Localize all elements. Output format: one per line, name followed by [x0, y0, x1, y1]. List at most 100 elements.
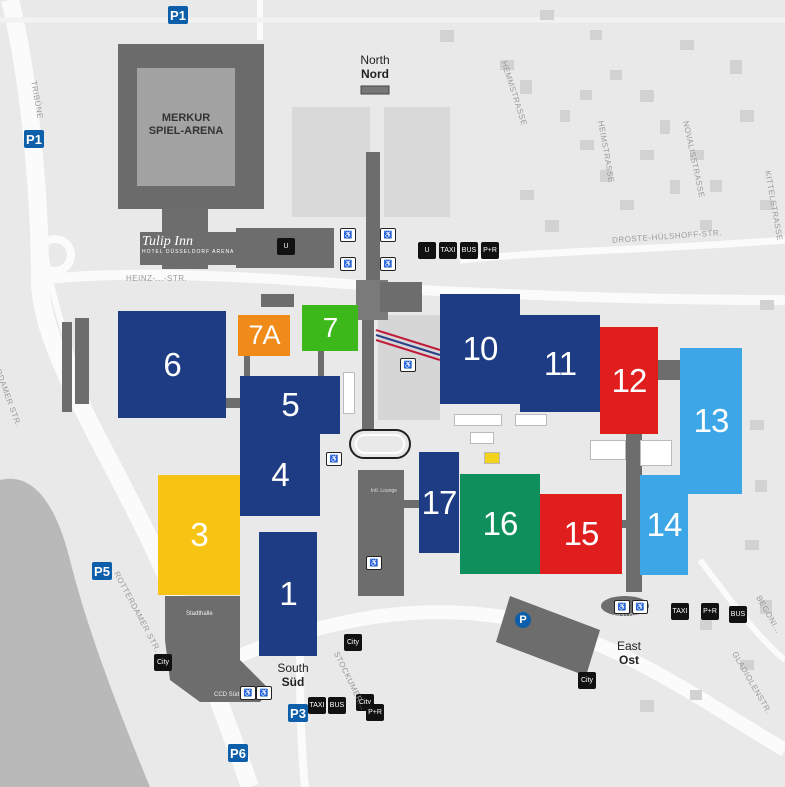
parking-p1-top-label: P1: [170, 7, 186, 23]
subway-icon-north: U: [418, 242, 436, 259]
arena-label-line2: SPIEL-ARENA: [148, 124, 224, 137]
parking-p6-label: P6: [230, 745, 246, 761]
north-entrance-marker: [360, 85, 390, 95]
bus-icon-north-label: BUS: [461, 247, 477, 254]
hall-12-label: 12: [611, 361, 648, 399]
signage-3: [470, 432, 494, 444]
hall-6[interactable]: 6: [118, 311, 226, 418]
hall-12[interactable]: 12: [600, 327, 658, 434]
taxi-icon-east-label: TAXI: [672, 608, 688, 615]
stadthalle-building: [165, 596, 270, 702]
bus-icon-south: BUS: [328, 697, 346, 714]
hall-7a[interactable]: 7A: [238, 315, 290, 356]
restroom-icon-5: ♿: [326, 452, 342, 466]
hall-4-label: 4: [271, 456, 289, 493]
hotel-label: Tulip Inn HOTEL DÜSSELDORF ARENA: [142, 234, 236, 256]
signage-7: [343, 372, 355, 414]
hall-16-label: 16: [482, 505, 519, 542]
hall-4[interactable]: 4: [240, 434, 320, 516]
city-icon-east: City: [578, 672, 596, 689]
signage-6: [484, 452, 500, 464]
signage-1: [454, 414, 502, 426]
city-icon-west: City: [154, 654, 172, 671]
river-water: [0, 478, 150, 787]
restroom-icon-2: ♿: [340, 257, 356, 271]
hall-11-label: 11: [543, 344, 577, 382]
entrance-south[interactable]: South Süd: [268, 661, 318, 690]
hall-14[interactable]: 14: [640, 475, 688, 575]
road-droste: [459, 236, 785, 264]
parking-p1-west[interactable]: P1: [24, 130, 44, 148]
hall-16[interactable]: 16: [460, 474, 540, 574]
entrance-south-de: Süd: [281, 674, 305, 689]
restroom-icon-11: ♿: [256, 686, 272, 700]
hall-17[interactable]: 17: [419, 452, 459, 553]
bus-icon-east-label: BUS: [730, 611, 746, 618]
hall-1-label: 1: [279, 575, 297, 612]
parking-p3[interactable]: P3: [288, 704, 308, 722]
hall-5[interactable]: 5: [240, 376, 340, 434]
hall-5-label: 5: [281, 386, 299, 423]
entrance-north-de: Nord: [361, 66, 389, 81]
restroom-icon-10: ♿: [240, 686, 256, 700]
parking-deck-p-icon[interactable]: P: [515, 612, 531, 628]
hall-11[interactable]: 11: [520, 315, 600, 412]
parking-p1-top[interactable]: P1: [168, 6, 188, 24]
residential-blocks: [440, 10, 774, 712]
hall-15-label: 15: [563, 515, 600, 552]
park-ride-icon-east-label: P+R: [703, 608, 717, 615]
stadthalle-label: Stadthalle: [186, 611, 213, 617]
bus-icon-south-label: BUS: [329, 702, 345, 709]
hotel-name: Tulip Inn: [142, 234, 193, 249]
hall-13[interactable]: 13: [680, 348, 742, 494]
striped-walkway: [375, 329, 441, 361]
taxi-icon-north-label: TAXI: [440, 247, 456, 254]
restroom-icon-9: ♿: [632, 600, 648, 614]
city-icon-south-label: City: [346, 639, 360, 646]
field-north-1: [292, 107, 370, 217]
hotel-sub1: HOTEL: [142, 249, 164, 256]
entrance-north[interactable]: North Nord: [350, 53, 400, 82]
roundabout: [35, 235, 75, 275]
hall-10[interactable]: 10: [440, 294, 520, 404]
hall-6-label: 6: [163, 345, 181, 383]
park-ride-icon-south: P+R: [366, 704, 384, 721]
park-ride-icon-east: P+R: [701, 603, 719, 620]
signage-2: [515, 414, 547, 426]
entrance-north-en: North: [360, 53, 390, 67]
field-north-2: [384, 107, 450, 217]
street-heinz: HEINZ-...-STR.: [126, 274, 188, 283]
hall-7a-label: 7A: [248, 320, 280, 350]
restroom-icon-8: ♿: [614, 600, 630, 614]
hall-3-label: 3: [190, 516, 208, 553]
parking-p6[interactable]: P6: [228, 744, 248, 762]
parking-p3-label: P3: [290, 705, 306, 721]
entrance-south-en: South: [277, 661, 309, 675]
ccd-ost-label: CCD Ost: [614, 614, 638, 620]
parking-p5[interactable]: P5: [92, 562, 112, 580]
hotel-sub2: DÜSSELDORF ARENA: [165, 249, 235, 256]
entrance-east-en: East: [616, 639, 641, 653]
restroom-icon-3: ♿: [380, 228, 396, 242]
parking-deck-east: [496, 596, 600, 676]
hall-14-label: 14: [646, 506, 683, 543]
bus-icon-north: BUS: [460, 242, 478, 259]
taxi-icon-south: TAXI: [308, 697, 326, 714]
entrance-east-de: Ost: [618, 652, 639, 667]
hall-1[interactable]: 1: [259, 532, 317, 656]
park-ride-icon-north-label: P+R: [483, 247, 497, 254]
city-icon-west-label: City: [156, 659, 170, 666]
ccd-sud-label: CCD Süd: [214, 692, 240, 698]
entrance-east[interactable]: East Ost: [604, 639, 654, 668]
hall-3[interactable]: 3: [158, 475, 240, 595]
hall-15[interactable]: 15: [540, 494, 622, 574]
park-ride-icon-south-label: P+R: [368, 709, 382, 716]
hall-13-label: 13: [693, 402, 730, 439]
signage-5: [640, 440, 672, 466]
taxi-icon-east: TAXI: [671, 603, 689, 620]
hall-7[interactable]: 7: [302, 305, 358, 351]
hotel-strip: [140, 232, 238, 265]
restroom-icon-1: ♿: [340, 228, 356, 242]
restroom-icon-6: ♿: [366, 556, 382, 570]
